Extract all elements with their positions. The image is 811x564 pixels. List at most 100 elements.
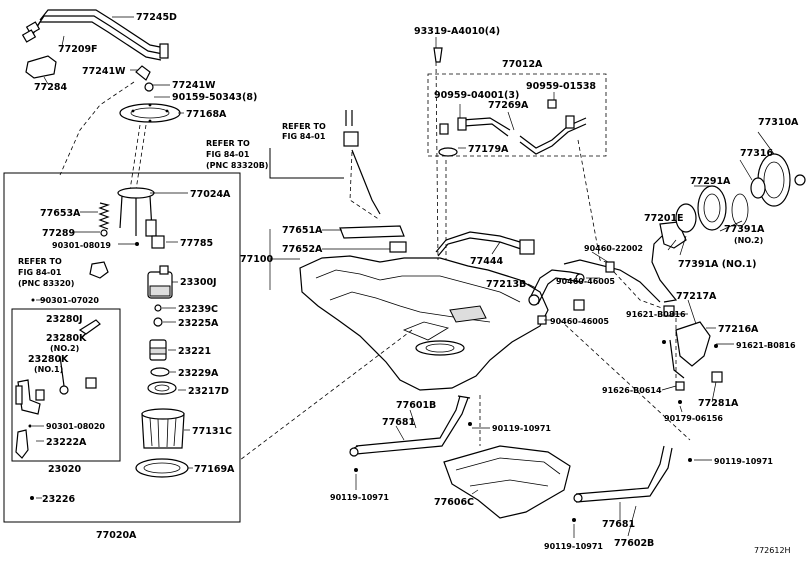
label-77291A: 77291A — [690, 176, 731, 187]
label-77131C: 77131C — [192, 426, 232, 437]
fuel-cap-drawing — [750, 153, 806, 207]
tank-strap-drawing — [349, 395, 692, 522]
label-fig-84-01-c: FIG 84-01 — [18, 268, 62, 277]
label-23280K-no1: 23280K — [28, 354, 69, 365]
label-no1: (NO.1) — [34, 365, 63, 374]
pad-77651A-drawing — [339, 225, 405, 239]
label-23300J: 23300J — [180, 277, 217, 288]
label-77241W-a: 77241W — [82, 66, 126, 77]
label-77602B: 77602B — [614, 538, 654, 549]
label-23239C: 23239C — [178, 304, 218, 315]
label-91626-B0614: 91626-B0614 — [602, 386, 662, 395]
label-77245D: 77245D — [136, 12, 177, 23]
label-77281A: 77281A — [698, 398, 739, 409]
label-90959-01538: 90959-01538 — [526, 81, 596, 92]
label-pnc-83320: (PNC 83320) — [18, 279, 74, 288]
pump-bracket-drawing — [15, 298, 101, 500]
label-23221: 23221 — [178, 346, 211, 357]
label-90301-07020: 90301-07020 — [40, 296, 99, 305]
sender-unit-drawing — [117, 187, 157, 237]
label-77284: 77284 — [34, 82, 67, 93]
label-77444: 77444 — [470, 256, 503, 267]
label-77651A: 77651A — [282, 225, 323, 236]
label-no2-a: (NO.2) — [734, 236, 763, 245]
label-77169A: 77169A — [194, 464, 235, 475]
protector-77606C-drawing — [443, 445, 571, 519]
diagram-id: 772612H — [754, 546, 791, 555]
label-77316: 77316 — [740, 148, 773, 159]
tube-kit-box — [427, 73, 607, 157]
label-77391A-no1: 77391A (NO.1) — [678, 259, 756, 270]
label-90460-22002: 90460-22002 — [584, 244, 643, 253]
label-77024A: 77024A — [190, 189, 231, 200]
spring-drawing — [98, 202, 111, 230]
label-93319-A4010: 93319-A4010(4) — [414, 26, 500, 37]
label-90460-46005-a: 90460-46005 — [556, 277, 615, 286]
callout-labels: 77245D 77209F 77284 77241W 77241W 90159-… — [18, 12, 799, 555]
label-77785: 77785 — [180, 238, 213, 249]
label-23217D: 23217D — [188, 386, 229, 397]
label-23020: 23020 — [48, 464, 81, 475]
filter-77785-drawing — [151, 235, 165, 249]
label-refer-to-b: REFER TO — [206, 139, 250, 148]
label-77201E: 77201E — [644, 213, 684, 224]
label-77289: 77289 — [42, 228, 75, 239]
label-90159-50343: 90159-50343(8) — [172, 92, 257, 103]
hose-77213B-drawing — [529, 269, 581, 299]
label-90460-46005-b: 90460-46005 — [550, 317, 609, 326]
bracket-77216A-drawing — [675, 321, 711, 367]
pump-assembly-box — [3, 172, 241, 523]
label-23229A: 23229A — [178, 368, 219, 379]
label-23222A: 23222A — [46, 437, 87, 448]
label-77391A-no2: 77391A — [724, 224, 765, 235]
label-90119-10971-d: 90119-10971 — [544, 542, 603, 551]
label-fig-84-01-b: FIG 84-01 — [206, 150, 250, 159]
label-77213B: 77213B — [486, 279, 526, 290]
label-91621-B0816-a: 91621-B0816 — [626, 310, 686, 319]
label-77681-a: 77681 — [382, 417, 415, 428]
label-90301-08020: 90301-08020 — [46, 422, 105, 431]
label-77652A: 77652A — [282, 244, 323, 255]
label-77209F: 77209F — [58, 44, 98, 55]
label-90119-10971-b: 90119-10971 — [330, 493, 389, 502]
label-77100: 77100 — [240, 254, 273, 265]
label-77601B: 77601B — [396, 400, 436, 411]
pad-77652A-drawing — [389, 241, 407, 253]
label-77012A: 77012A — [502, 59, 543, 70]
label-77310A: 77310A — [758, 117, 799, 128]
label-90179-06156: 90179-06156 — [664, 414, 723, 423]
label-77216A: 77216A — [718, 324, 759, 335]
filler-pipe-drawing — [563, 185, 749, 303]
label-90301-08019: 90301-08019 — [52, 241, 111, 250]
label-23280J: 23280J — [46, 314, 83, 325]
label-90119-10971-c: 90119-10971 — [714, 457, 773, 466]
label-91621-B0816-b: 91621-B0816 — [736, 341, 796, 350]
label-77681-b: 77681 — [602, 519, 635, 530]
gauge-gasket-drawing — [119, 65, 181, 123]
label-pnc-83320b: (PNC 83320B) — [206, 161, 268, 170]
label-77179A: 77179A — [468, 144, 509, 155]
vent-tube-77444-drawing — [435, 231, 533, 253]
fuel-tank-drawing — [299, 255, 549, 391]
tube-kit-drawing — [433, 47, 587, 157]
label-23226: 23226 — [42, 494, 75, 505]
pump-drawing — [135, 265, 189, 478]
label-77241W-b: 77241W — [172, 80, 216, 91]
label-no2-b: (NO.2) — [50, 344, 79, 353]
label-77020A: 77020A — [96, 530, 137, 541]
label-77168A: 77168A — [186, 109, 227, 120]
dashed-lines — [239, 61, 691, 461]
label-90959-04001: 90959-04001(3) — [434, 90, 519, 101]
clip-77284-drawing — [25, 55, 57, 79]
label-fig-84-01-a: FIG 84-01 — [282, 132, 326, 141]
label-23280K-no2: 23280K — [46, 333, 87, 344]
label-refer-to-a: REFER TO — [282, 122, 326, 131]
leader-lines — [32, 16, 775, 538]
label-77269A: 77269A — [488, 100, 529, 111]
label-23225A: 23225A — [178, 318, 219, 329]
label-refer-to-c: REFER TO — [18, 257, 62, 266]
label-90119-10971-a: 90119-10971 — [492, 424, 551, 433]
pump-bracket-box — [11, 308, 121, 462]
